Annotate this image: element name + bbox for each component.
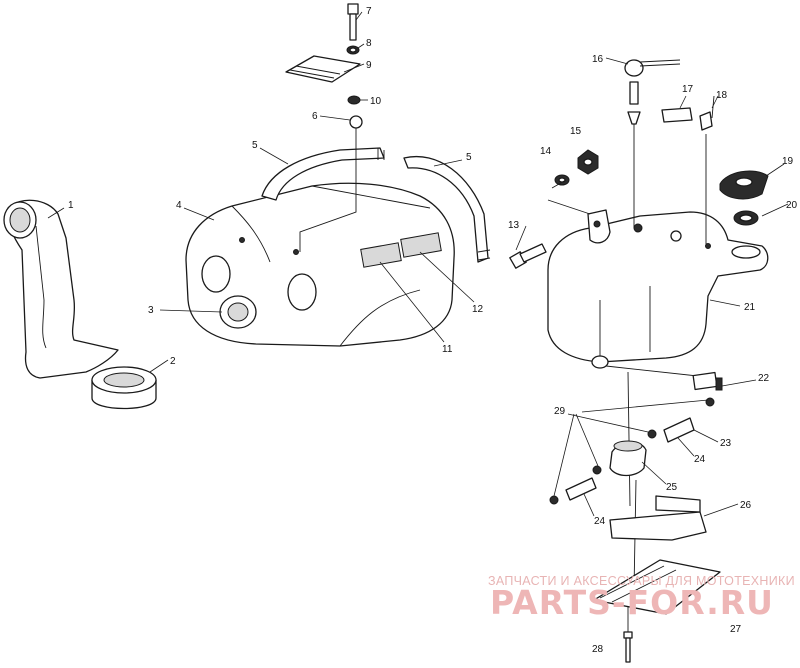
- part-plate-27[interactable]: [593, 559, 721, 615]
- part-fastener-stack[interactable]: [285, 3, 363, 252]
- part-screw-28[interactable]: [623, 606, 633, 663]
- callout-10: 10: [370, 96, 382, 107]
- part-outlet-fitting[interactable]: [692, 371, 723, 391]
- callout-24b: 24: [594, 516, 606, 527]
- part-airbox-ring[interactable]: [219, 295, 257, 329]
- watermark-tagline: ЗАПЧАСТИ И АКСЕССУАРЫ ДЛЯ МОТОТЕХНИКИ: [488, 574, 795, 588]
- callout-2: 2: [170, 356, 176, 367]
- part-inline-filter[interactable]: [609, 440, 647, 477]
- callout-5a: 5: [252, 140, 258, 151]
- part-hose-right[interactable]: [403, 155, 491, 263]
- callout-1: 1: [68, 200, 74, 211]
- part-vent-line[interactable]: [661, 95, 715, 244]
- callout-14: 14: [540, 146, 552, 157]
- callout-7: 7: [366, 6, 372, 17]
- leader-lines: [47, 11, 789, 517]
- callout-19: 19: [782, 156, 794, 167]
- callout-labels: 1 2 3 4 5 5 6 7 8 9 10 11 12 13 14 15 16…: [68, 6, 798, 655]
- callout-12: 12: [472, 304, 484, 315]
- part-hose-left[interactable]: [261, 147, 385, 201]
- callout-22: 22: [758, 373, 770, 384]
- callout-3: 3: [148, 305, 154, 316]
- watermark-brand: PARTS-FOR.RU: [490, 583, 774, 622]
- callout-16: 16: [592, 54, 604, 65]
- callout-20: 20: [786, 200, 798, 211]
- callout-21: 21: [744, 302, 756, 313]
- callout-24a: 24: [694, 454, 706, 465]
- callout-17: 17: [682, 84, 694, 95]
- callout-5b: 5: [466, 152, 472, 163]
- callout-15: 15: [570, 126, 582, 137]
- part-bolt-13[interactable]: [509, 243, 547, 269]
- part-level-sensor[interactable]: [624, 59, 681, 228]
- callout-18: 18: [716, 90, 728, 101]
- part-hose-23[interactable]: [663, 417, 695, 443]
- callout-9: 9: [366, 60, 372, 71]
- callout-29: 29: [554, 406, 566, 417]
- part-washer-14[interactable]: [554, 174, 570, 186]
- callout-13: 13: [508, 220, 520, 231]
- callout-8: 8: [366, 38, 372, 49]
- part-cap-gasket[interactable]: [733, 210, 759, 226]
- callout-28: 28: [592, 644, 604, 655]
- watermark: ЗАПЧАСТИ И АКСЕССУАРЫ ДЛЯ МОТОТЕХНИКИ PA…: [488, 574, 795, 622]
- callout-11: 11: [442, 344, 453, 355]
- callout-6: 6: [312, 111, 318, 122]
- callout-25: 25: [666, 482, 678, 493]
- callout-4: 4: [176, 200, 182, 211]
- callout-26: 26: [740, 500, 752, 511]
- part-filler-cap[interactable]: [719, 170, 769, 200]
- part-hose-24[interactable]: [565, 477, 597, 501]
- part-nut-15[interactable]: [577, 149, 599, 175]
- part-oil-tank[interactable]: [547, 209, 769, 379]
- part-bracket-26[interactable]: [609, 495, 707, 541]
- part-clamp-29[interactable]: [549, 397, 715, 505]
- callout-23: 23: [720, 438, 732, 449]
- part-coupler[interactable]: [91, 366, 157, 410]
- callout-27: 27: [730, 624, 742, 635]
- part-intake-duct[interactable]: [3, 199, 119, 379]
